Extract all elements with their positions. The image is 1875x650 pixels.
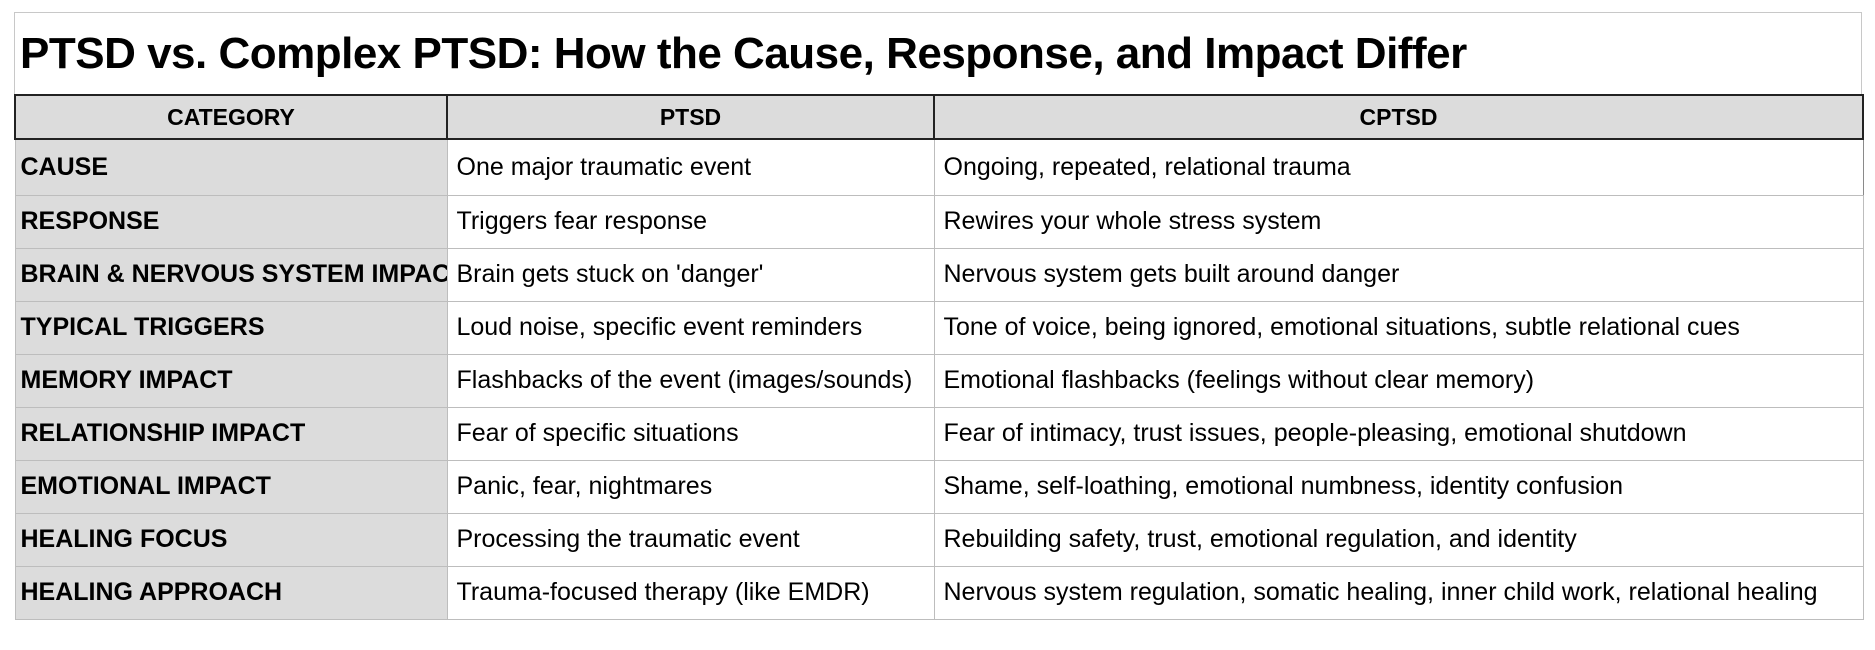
- cptsd-cell[interactable]: Emotional flashbacks (feelings without c…: [933, 353, 1864, 408]
- table-row: HEALING APPROACH Trauma-focused therapy …: [14, 565, 1864, 620]
- cptsd-cell[interactable]: Tone of voice, being ignored, emotional …: [933, 300, 1864, 355]
- cptsd-cell[interactable]: Nervous system gets built around danger: [933, 247, 1864, 302]
- ptsd-cell[interactable]: Brain gets stuck on 'danger': [446, 247, 935, 302]
- cptsd-cell[interactable]: Rewires your whole stress system: [933, 194, 1864, 249]
- table-row: TYPICAL TRIGGERS Loud noise, specific ev…: [14, 300, 1864, 355]
- table-row: MEMORY IMPACT Flashbacks of the event (i…: [14, 353, 1864, 408]
- header-row: CATEGORY PTSD CPTSD: [14, 94, 1864, 140]
- header-ptsd: PTSD: [446, 94, 935, 140]
- ptsd-cell[interactable]: Flashbacks of the event (images/sounds): [446, 353, 935, 408]
- cptsd-cell[interactable]: Ongoing, repeated, relational trauma: [933, 138, 1864, 196]
- comparison-table: CATEGORY PTSD CPTSD CAUSE One major trau…: [14, 94, 1864, 620]
- table-row: HEALING FOCUS Processing the traumatic e…: [14, 512, 1864, 567]
- header-category: CATEGORY: [14, 94, 448, 140]
- category-cell: EMOTIONAL IMPACT: [14, 459, 448, 514]
- ptsd-cell[interactable]: Fear of specific situations: [446, 406, 935, 461]
- header-cptsd: CPTSD: [933, 94, 1864, 140]
- category-cell: HEALING FOCUS: [14, 512, 448, 567]
- table-row: RELATIONSHIP IMPACT Fear of specific sit…: [14, 406, 1864, 461]
- cptsd-cell[interactable]: Fear of intimacy, trust issues, people-p…: [933, 406, 1864, 461]
- category-cell: RELATIONSHIP IMPACT: [14, 406, 448, 461]
- ptsd-cell[interactable]: Loud noise, specific event reminders: [446, 300, 935, 355]
- table-row: CAUSE One major traumatic event Ongoing,…: [14, 138, 1864, 196]
- title-bar: PTSD vs. Complex PTSD: How the Cause, Re…: [14, 12, 1862, 94]
- cptsd-cell[interactable]: Rebuilding safety, trust, emotional regu…: [933, 512, 1864, 567]
- category-cell: BRAIN & NERVOUS SYSTEM IMPACT: [14, 247, 448, 302]
- category-cell: RESPONSE: [14, 194, 448, 249]
- ptsd-cell[interactable]: Triggers fear response: [446, 194, 935, 249]
- ptsd-cell[interactable]: Trauma-focused therapy (like EMDR): [446, 565, 935, 620]
- cptsd-cell[interactable]: Shame, self-loathing, emotional numbness…: [933, 459, 1864, 514]
- ptsd-cell[interactable]: Processing the traumatic event: [446, 512, 935, 567]
- cptsd-cell[interactable]: Nervous system regulation, somatic heali…: [933, 565, 1864, 620]
- category-cell: MEMORY IMPACT: [14, 353, 448, 408]
- table-row: BRAIN & NERVOUS SYSTEM IMPACT Brain gets…: [14, 247, 1864, 302]
- category-cell: CAUSE: [14, 138, 448, 196]
- table-row: EMOTIONAL IMPACT Panic, fear, nightmares…: [14, 459, 1864, 514]
- category-cell: HEALING APPROACH: [14, 565, 448, 620]
- ptsd-cell[interactable]: One major traumatic event: [446, 138, 935, 196]
- ptsd-cell[interactable]: Panic, fear, nightmares: [446, 459, 935, 514]
- category-cell: TYPICAL TRIGGERS: [14, 300, 448, 355]
- page-title: PTSD vs. Complex PTSD: How the Cause, Re…: [20, 28, 1467, 78]
- comparison-sheet: PTSD vs. Complex PTSD: How the Cause, Re…: [14, 12, 1864, 620]
- table-row: RESPONSE Triggers fear response Rewires …: [14, 194, 1864, 249]
